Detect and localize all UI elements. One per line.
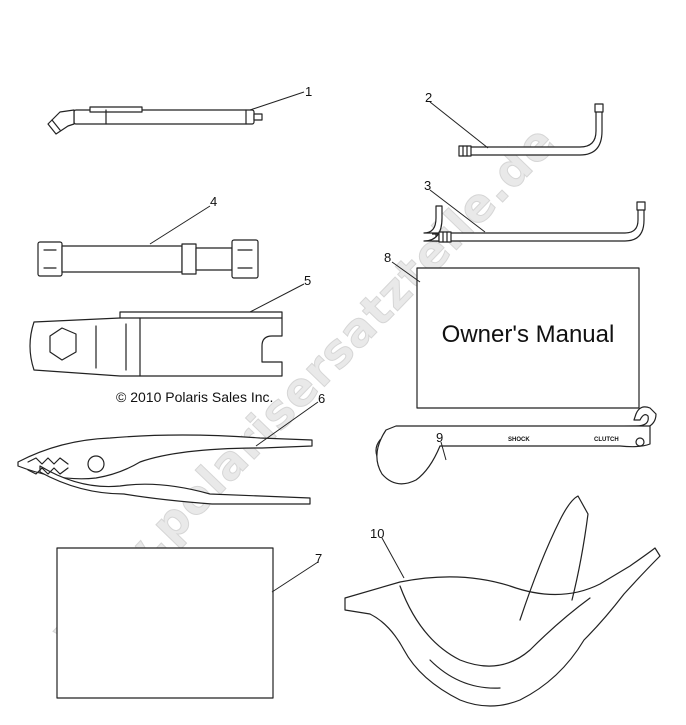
callout-3: 3 — [424, 178, 431, 193]
callout-9: 9 — [436, 430, 443, 445]
part-8-manual — [416, 267, 640, 409]
part-6-pliers — [17, 434, 313, 505]
part-7-card — [56, 547, 274, 699]
callout-5: 5 — [304, 273, 311, 288]
manual-label: Owner's Manual — [442, 321, 615, 348]
copyright-text: © 2010 Polaris Sales Inc. — [116, 389, 273, 405]
part-2-hex-key — [458, 103, 604, 157]
callout-10: 10 — [370, 526, 384, 541]
leader-lines — [149, 91, 489, 593]
part-9-hook-wrench: SHOCK CLUTCH — [375, 406, 657, 485]
part-1-gauge — [47, 106, 263, 135]
wrench-label-shock: SHOCK — [508, 437, 530, 443]
part-5-spanner — [29, 311, 283, 377]
part-10-storage-tray — [344, 495, 661, 707]
callout-2: 2 — [425, 90, 432, 105]
callout-4: 4 — [210, 194, 217, 209]
part-4-socket — [37, 239, 259, 279]
callout-8: 8 — [384, 250, 391, 265]
callout-1: 1 — [305, 84, 312, 99]
part-3-hex-key — [423, 201, 646, 243]
wrench-label-clutch: CLUTCH — [594, 437, 619, 443]
callout-6: 6 — [318, 391, 325, 406]
callout-7: 7 — [315, 551, 322, 566]
